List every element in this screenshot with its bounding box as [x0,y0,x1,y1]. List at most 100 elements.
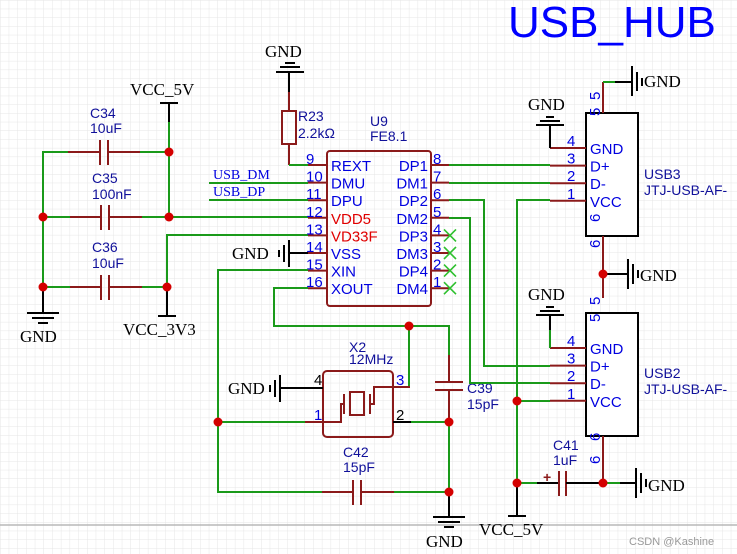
c36-ref: C36 [92,239,118,255]
usb3-pin-number: 4 [567,133,575,150]
crystal-x2[interactable]: X2 12MHz 4 1 3 2 [290,339,411,438]
wire-c34-left [42,151,68,217]
wire-dm2-usb2 [449,217,550,384]
usb2-pin6-outer: 6 [587,456,604,464]
gnd-label-mid-shield: GND [640,266,677,285]
u9-pin-name: VD33F [331,228,378,245]
junction [38,282,48,292]
usb2-pin-name: D- [590,376,606,393]
x2-pin3: 3 [396,372,404,389]
u9-pin-name: DM1 [396,176,428,193]
c39-value: 15pF [467,396,499,412]
usb3-pin6-inner: 6 [587,214,604,222]
usb3-pin-name: D+ [590,159,610,176]
junction [444,487,454,497]
gnd-symbol-usb3-shield: GND [603,66,681,96]
resistor-r23[interactable]: GND R23 2.2kΩ [265,42,335,166]
net-label-usb-dm[interactable]: USB_DM [213,168,270,183]
capacitor-c35[interactable]: C35 100nF [70,170,142,230]
net-label-usb-dp[interactable]: USB_DP [213,185,265,200]
u9-value: FE8.1 [370,128,408,144]
no-connect-marker [443,246,457,260]
u9-pin-number: 1 [433,274,441,291]
usb2-pin6-inner: 6 [587,433,604,441]
usb2-pin5-outer: 5 [587,297,604,305]
c41-polarity: + [543,469,551,485]
vcc-3v3-label: VCC_3V3 [123,320,196,339]
r23-value: 2.2kΩ [298,125,335,141]
no-connect-marker [443,281,457,295]
u9-pin-number: 3 [433,239,441,256]
capacitor-c36[interactable]: C36 10uF [70,239,142,300]
x2-pin1: 1 [314,407,322,424]
gnd-label-c41: GND [648,476,685,495]
usb3-value: JTJ-USB-AF- [644,182,728,198]
u9-pin-number: 7 [433,169,441,186]
gnd-label-usb2-pin4: GND [528,285,565,304]
u9-pin-number: 15 [306,257,323,274]
u9-pin-number: 12 [306,204,323,221]
u9-pin-name: DP2 [399,193,428,210]
gnd-symbol-x2: GND [228,375,290,402]
usb3-ref: USB3 [644,166,681,182]
vcc-5v-label-top: VCC_5V [130,80,195,99]
capacitor-c42[interactable]: C42 15pF [322,444,394,505]
junction [512,478,522,488]
gnd-label-usb3-shield: GND [644,72,681,91]
c35-value: 100nF [92,186,132,202]
u9-body [326,150,432,307]
u9-pin-number: 8 [433,151,441,168]
no-connect-marker [443,228,457,242]
junction [512,396,522,406]
c36-value: 10uF [92,255,124,271]
usb2-pin-number: 4 [567,333,575,350]
u9-pin-number: 5 [433,204,441,221]
u9-pin-number: 13 [306,221,323,238]
usb2-ref: USB2 [644,365,681,381]
c42-ref: C42 [343,444,369,460]
usb2-pin-number: 2 [567,368,575,385]
gnd-label-x2: GND [228,379,265,398]
usb3-pin6-outer: 6 [587,240,604,248]
usb2-value: JTJ-USB-AF- [644,381,728,397]
capacitor-c41[interactable]: + C41 1uF [517,437,603,496]
c35-ref: C35 [92,170,118,186]
u9-pin-number: 11 [306,186,322,203]
u9-pin-name: DM4 [396,281,428,298]
junction [162,282,172,292]
watermark: CSDN @Kashine [629,536,714,548]
usb2-pin5-inner: 5 [587,314,604,322]
c41-value: 1uF [553,452,577,468]
u9-pin-number: 10 [306,169,323,186]
gnd-symbol-c41: GND [603,468,685,498]
usb2-pin-name: GND [590,341,624,358]
u9-pin-name: DP4 [399,264,428,281]
junction [404,321,414,331]
junction [213,417,223,427]
x2-value: 12MHz [349,351,393,367]
u9-pin-number: 6 [433,186,441,203]
u9-pin-number: 16 [306,274,323,291]
capacitor-c34[interactable]: C34 10uF [68,105,140,165]
usb3-pin-number: 3 [567,151,575,168]
u9-pin-name: XIN [331,264,356,281]
junction [598,478,608,488]
u9-pin-name: DP1 [399,158,428,175]
gnd-label-r23: GND [265,42,302,61]
junction [38,212,48,222]
u9-ref: U9 [370,113,388,129]
wire-xout [273,287,450,355]
x2-pin4: 4 [314,372,322,389]
junction [164,147,174,157]
junction [444,417,454,427]
usb2-pin-name: VCC [590,394,622,411]
usb3-pin5-inner: 5 [587,108,604,116]
usb2-pin-number: 1 [567,386,575,403]
gnd-symbol-vss: GND [232,240,308,267]
u9-pin-name: DPU [331,193,363,210]
vcc-5v-power-symbol-top: VCC_5V [130,80,195,122]
